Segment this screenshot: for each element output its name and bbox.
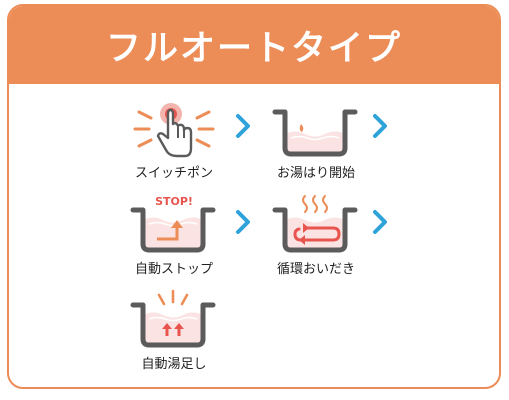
step-label-filling: お湯はり開始 bbox=[276, 166, 355, 181]
tub-filling-icon bbox=[272, 109, 358, 157]
chevron-right-icon bbox=[373, 210, 387, 234]
step-filling: お湯はり開始 bbox=[256, 98, 376, 181]
step-label-stop: 自動ストップ bbox=[134, 262, 213, 277]
step-label-refill: 自動湯足し bbox=[141, 357, 207, 372]
tub-refill-icon bbox=[130, 289, 216, 348]
stop-badge: STOP! bbox=[155, 195, 193, 208]
step-auto-refill: 自動湯足し bbox=[114, 289, 234, 372]
step-label-reheat: 循環おいだき bbox=[276, 262, 355, 277]
chevron-right-icon bbox=[373, 114, 387, 138]
step-reheat: 循環おいだき bbox=[256, 194, 376, 277]
step-label-switch: スイッチポン bbox=[134, 166, 213, 181]
full-auto-card: フルオートタイプ スイッチポン bbox=[7, 4, 501, 389]
chevron-right-icon bbox=[236, 114, 250, 138]
tub-stop-icon: STOP! bbox=[130, 195, 216, 253]
hand-press-button-icon bbox=[133, 103, 215, 158]
header-banner: フルオートタイプ bbox=[9, 6, 499, 84]
chevron-right-icon bbox=[236, 210, 250, 234]
step-auto-stop: STOP! 自動ストップ bbox=[114, 194, 234, 277]
tub-reheat-icon bbox=[272, 195, 358, 253]
step-switch-press: スイッチポン bbox=[114, 98, 234, 181]
page-title: フルオートタイプ bbox=[105, 28, 402, 69]
